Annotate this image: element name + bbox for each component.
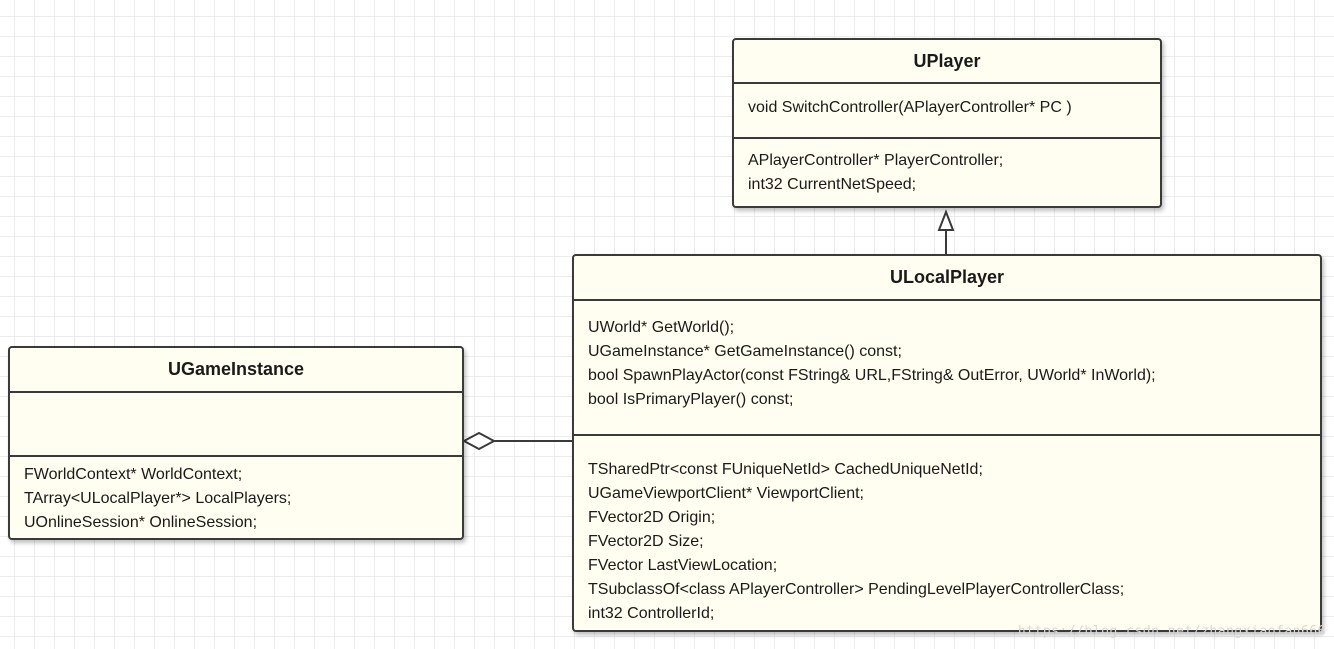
member-line: FVector LastViewLocation; bbox=[588, 557, 778, 574]
member-line: int32 CurrentNetSpeed; bbox=[748, 176, 917, 193]
member-line: UGameInstance* GetGameInstance() const; bbox=[588, 343, 902, 360]
member-line: int32 ControllerId; bbox=[588, 605, 715, 622]
class-box-ugameinstance[interactable]: UGameInstance FWorldContext* WorldContex… bbox=[8, 346, 464, 540]
member-line: UGameViewportClient* ViewportClient; bbox=[588, 485, 864, 502]
methods-section-ulocalplayer: UWorld* GetWorld(); UGameInstance* GetGam… bbox=[574, 301, 1320, 434]
member-line: bool SpawnPlayActor(const FString& URL,F… bbox=[588, 367, 1156, 384]
methods-section-ugameinstance bbox=[10, 393, 462, 455]
member-line: TSubclassOf<class APlayerController> Pen… bbox=[588, 581, 1125, 598]
class-box-ulocalplayer[interactable]: ULocalPlayer UWorld* GetWorld(); UGameIns… bbox=[572, 254, 1322, 632]
class-name-ulocalplayer: ULocalPlayer bbox=[574, 256, 1320, 301]
generalization-arrowhead bbox=[937, 209, 955, 231]
watermark-text: https://blog.csdn.net/zhangxiaofan666 bbox=[1017, 624, 1326, 639]
attributes-section-ulocalplayer: TSharedPtr<const FUniqueNetId> CachedUni… bbox=[574, 434, 1320, 630]
attributes-section-ugameinstance: FWorldContext* WorldContext; TArray<ULoca… bbox=[10, 455, 462, 538]
member-line: void SwitchController(APlayerController*… bbox=[748, 99, 1072, 116]
member-line: TArray<ULocalPlayer*> LocalPlayers; bbox=[24, 490, 292, 507]
aggregation-diamond bbox=[461, 431, 497, 451]
member-line: FVector2D Size; bbox=[588, 533, 704, 550]
member-line: FVector2D Origin; bbox=[588, 509, 716, 526]
member-line: UOnlineSession* OnlineSession; bbox=[24, 514, 258, 531]
methods-section-uplayer: void SwitchController(APlayerController*… bbox=[734, 84, 1160, 137]
attributes-section-uplayer: APlayerController* PlayerController; int3… bbox=[734, 137, 1160, 206]
class-name-uplayer: UPlayer bbox=[734, 40, 1160, 84]
member-line: FWorldContext* WorldContext; bbox=[24, 466, 243, 483]
class-box-uplayer[interactable]: UPlayer void SwitchController(APlayerCon… bbox=[732, 38, 1162, 208]
member-line: UWorld* GetWorld(); bbox=[588, 319, 735, 336]
member-line: TSharedPtr<const FUniqueNetId> CachedUni… bbox=[588, 461, 983, 478]
class-name-ugameinstance: UGameInstance bbox=[10, 348, 462, 393]
member-line: bool IsPrimaryPlayer() const; bbox=[588, 391, 794, 408]
member-line: APlayerController* PlayerController; bbox=[748, 152, 1004, 169]
